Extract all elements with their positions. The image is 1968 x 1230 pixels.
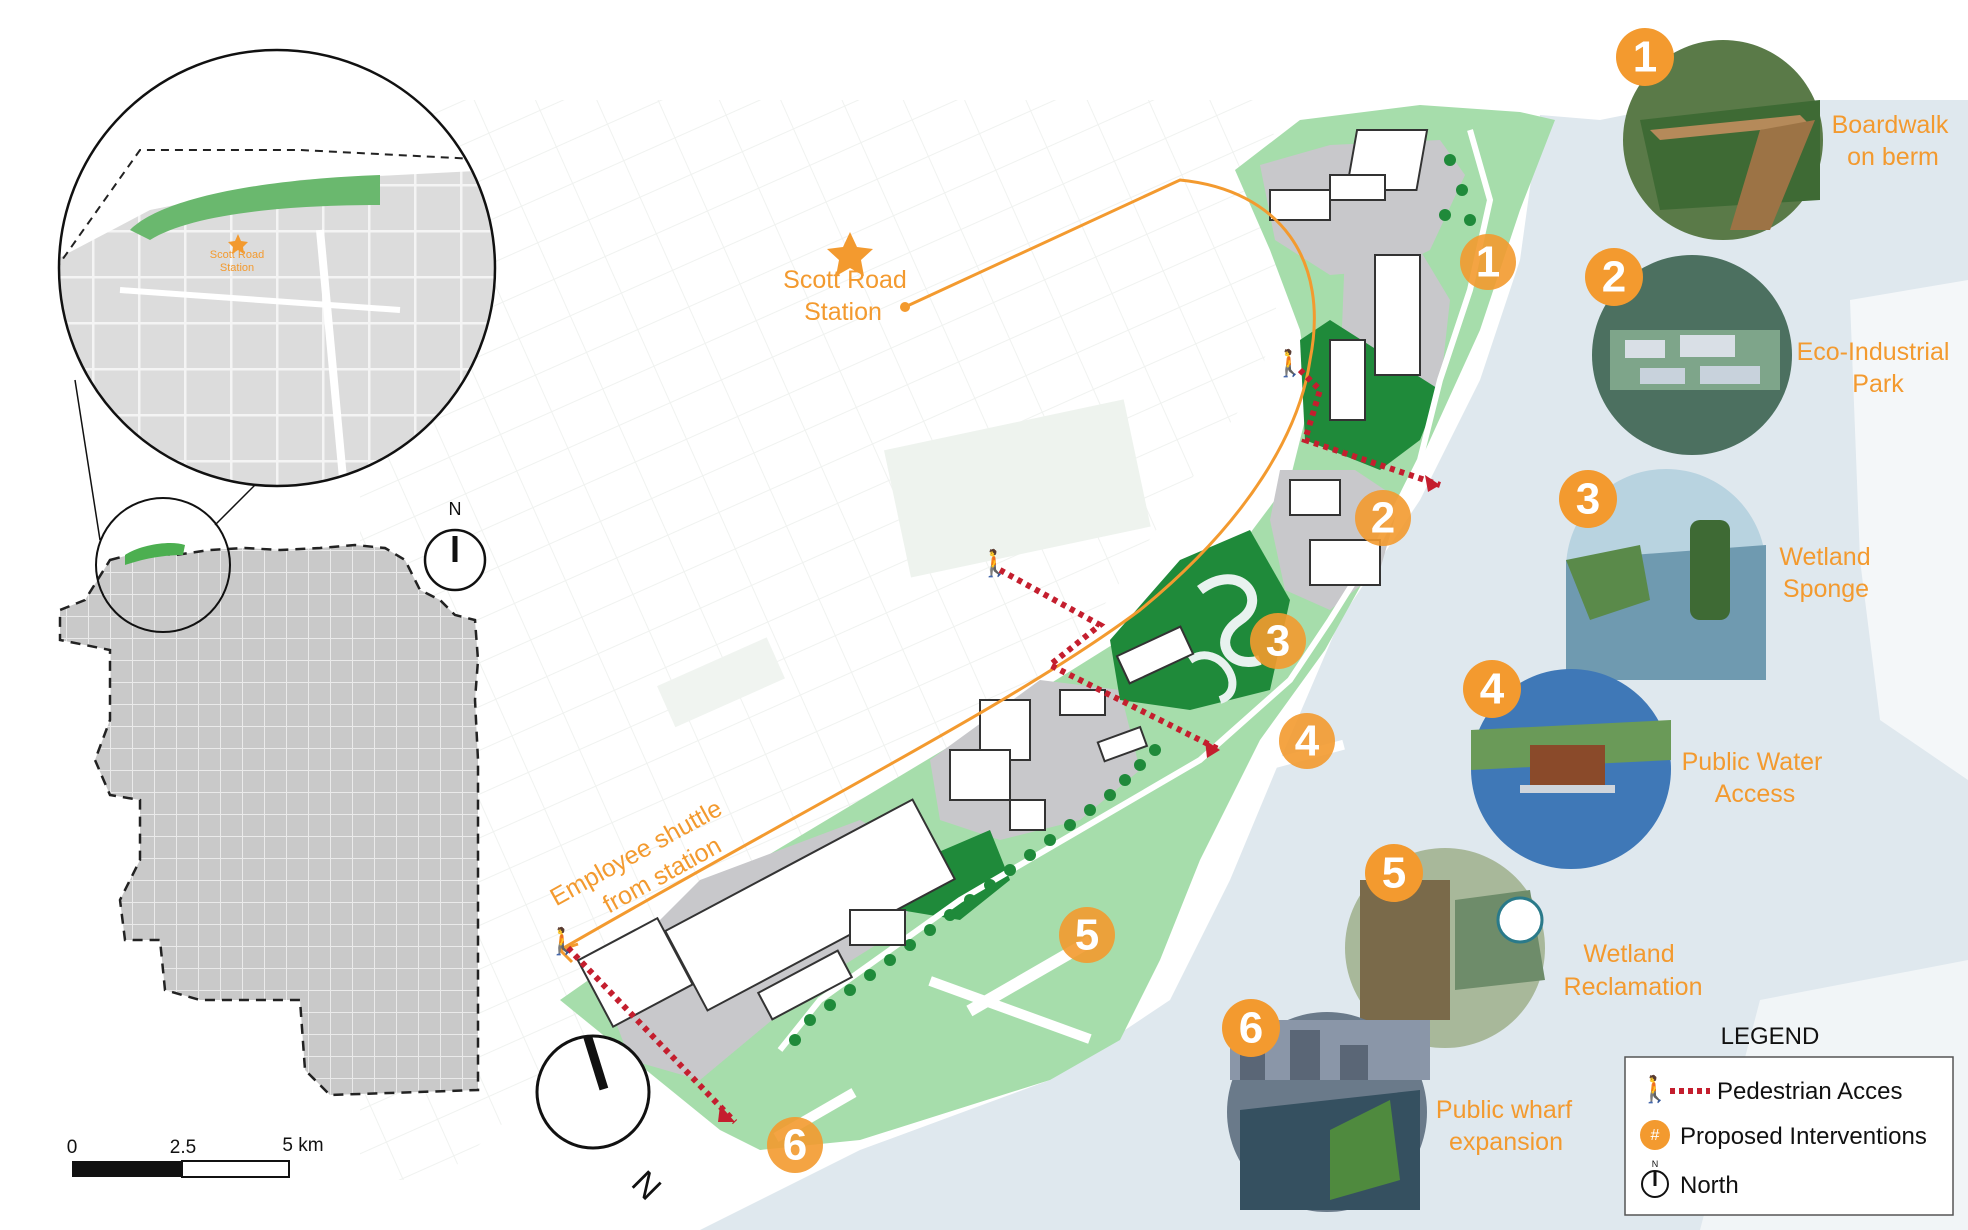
legend-pedestrian-label: Pedestrian Acces [1717,1078,1902,1105]
svg-text:🚶: 🚶 [547,926,579,957]
legend-title: LEGEND [1721,1023,1820,1050]
pier-boardwalk [966,935,1094,1017]
legend: LEGEND 🚶 Pedestrian Acces # Proposed Int… [1624,1023,1954,1216]
inset-boundary [59,149,495,271]
intervention-5: 5 Wetland Reclamation [1345,844,1702,1048]
site-marker-1: 1 [1460,234,1516,290]
legend-item-north: N North [1641,1159,1739,1199]
intervention-4-number: 4 [1480,665,1505,714]
intervention-3-number: 3 [1576,475,1600,524]
star-icon [827,232,873,276]
city-site-highlight [125,543,185,565]
city-boundary [58,543,480,1097]
intervention-4-line2: Access [1715,780,1796,808]
legend-north-label: North [1680,1172,1739,1199]
intervention-photos: 1 Boardwalk on berm 2 Eco-Industrial Par… [1222,28,1949,1212]
svg-text:🚶: 🚶 [1274,348,1306,379]
inset-station-line2: Station [220,262,254,274]
site-marker-3: 3 [1250,613,1306,669]
legend-box [1624,1056,1954,1216]
intervention-badge-icon [1640,1120,1670,1150]
pedestrian-figures: 🚶 🚶 🚶 [547,348,1306,957]
legend-intervention-symbol: # [1651,1127,1660,1144]
site-marker-6: 6 [767,1117,823,1173]
site-marker-2: 2 [1355,490,1411,546]
site-north-arrow: N [535,1034,669,1207]
scale-bar: 0 2.5 5 km [67,1135,324,1178]
compass-icon [535,1034,651,1150]
site-markers: 1 2 3 4 5 6 [767,234,1516,1173]
legend-north-symbol: N [1652,1159,1659,1169]
inset-site-highlight [130,175,380,240]
intervention-6-line2: expansion [1449,1128,1563,1156]
intervention-4-line1: Public Water [1682,748,1823,776]
intervention-3: 3 Wetland Sponge [1559,469,1871,680]
legend-item-interventions: # Proposed Interventions [1640,1120,1927,1150]
scale-tick-5km: 5 km [282,1135,323,1156]
legend-interventions-label: Proposed Interventions [1680,1123,1927,1150]
intervention-5-number: 5 [1382,849,1406,898]
intervention-5-line2: Reclamation [1564,973,1703,1001]
site-marker-4: 4 [1279,713,1335,769]
svg-text:3: 3 [1266,617,1290,666]
intervention-1-line1: Boardwalk [1832,111,1949,139]
pedestrian-arrowheads [718,475,1440,1122]
shuttle-route [558,178,1316,964]
legend-item-pedestrian: 🚶 Pedestrian Acces [1639,1074,1903,1105]
intervention-6-number: 6 [1239,1004,1263,1053]
intervention-2: 2 Eco-Industrial Park [1585,248,1949,455]
scale-tick-0: 0 [67,1137,78,1158]
intervention-2-number: 2 [1602,253,1626,302]
city-overview-map [58,309,480,1097]
svg-text:1: 1 [1476,238,1500,287]
inset-circle [57,48,497,488]
inset-star-icon [228,234,248,254]
svg-text:2: 2 [1371,494,1395,543]
intervention-6: 6 Public wharf expansion [1222,999,1572,1212]
green-zone-south [900,830,1010,920]
pier-reclamation [928,976,1092,1044]
intervention-2-line2: Park [1852,370,1904,398]
station-name-line1: Scott Road [783,266,907,294]
tree-row [789,154,1476,1046]
intervention-1-line2: on berm [1847,143,1939,171]
svg-text:6: 6 [783,1121,807,1170]
inset-map: Scott Road Station [57,48,497,488]
intervention-5-line1: Wetland [1583,940,1674,968]
overview-north-arrow: N [423,499,487,592]
station-marker: Scott Road Station [783,232,907,326]
intervention-3-line2: Sponge [1783,575,1869,603]
intervention-4: 4 Public Water Access [1463,660,1822,869]
buildings [576,129,1429,1029]
pedestrian-paths [565,367,1441,1125]
pedestrian-icon: 🚶 [1639,1074,1671,1105]
intervention-1: 1 Boardwalk on berm [1616,28,1949,240]
intervention-1-number: 1 [1633,33,1657,82]
context-city [360,100,1300,1180]
svg-text:5: 5 [1075,911,1099,960]
site-marker-5: 5 [1059,907,1115,963]
intervention-2-line1: Eco-Industrial [1797,338,1950,366]
north-label: N [449,499,462,519]
zoom-connector-left [74,379,101,541]
zoom-circle-small [95,497,231,633]
intervention-6-line1: Public wharf [1436,1096,1572,1124]
svg-text:4: 4 [1295,717,1320,766]
inset-station-line1: Scott Road [210,249,264,261]
svg-text:🚶: 🚶 [979,548,1011,579]
station-name-line2: Station [804,298,882,326]
scale-tick-2-5: 2.5 [170,1137,196,1158]
intervention-3-line1: Wetland [1779,543,1870,571]
